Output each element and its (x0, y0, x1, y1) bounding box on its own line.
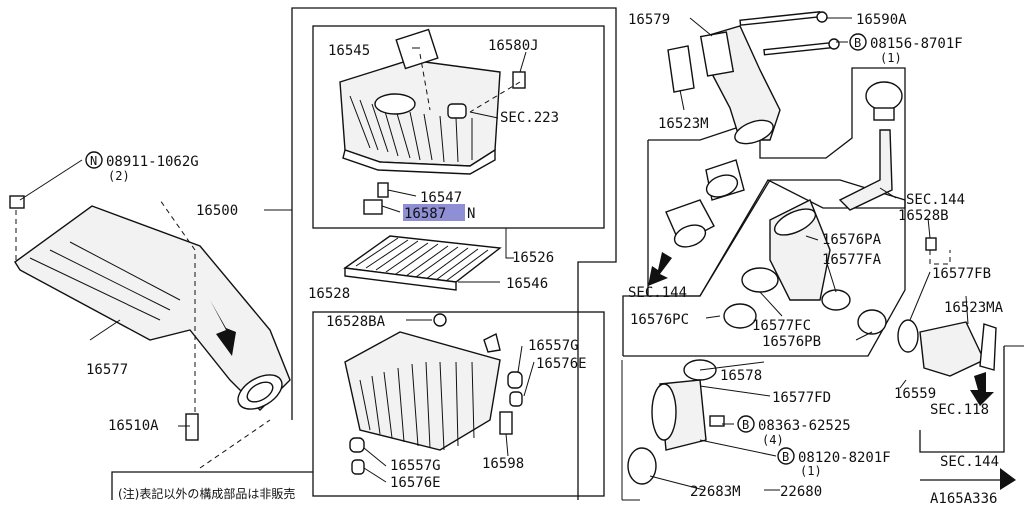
n-mark-circle (85, 151, 103, 169)
label-16576pa[interactable]: 16576PA (822, 232, 882, 248)
label-16526[interactable]: 16526 (512, 250, 554, 266)
label-sec144-a[interactable]: SEC.144 (906, 192, 965, 208)
label-16528ba[interactable]: 16528BA (326, 314, 386, 330)
label-sec223[interactable]: SEC.223 (500, 110, 559, 126)
n-mark: N (90, 154, 97, 168)
label-08156-8701f[interactable]: 08156-8701F (870, 36, 963, 52)
b-mark-2: B (742, 418, 749, 432)
label-16510a[interactable]: 16510A (108, 418, 159, 434)
label-sec118[interactable]: SEC.118 (930, 402, 989, 418)
label-08363-qty: (4) (762, 433, 784, 447)
label-16577fc[interactable]: 16577FC (752, 318, 811, 334)
label-16578[interactable]: 16578 (720, 368, 762, 384)
label-22683m[interactable]: 22683M (690, 484, 741, 500)
label-16557g-top[interactable]: 16557G (528, 338, 579, 354)
label-16590a[interactable]: 16590A (856, 12, 907, 28)
intake-duct (9, 195, 291, 469)
label-16559[interactable]: 16559 (894, 386, 936, 402)
label-22680[interactable]: 22680 (780, 484, 822, 500)
label-16580j[interactable]: 16580J (488, 38, 539, 54)
label-16577fd[interactable]: 16577FD (772, 390, 831, 406)
b-mark-1: B (854, 36, 861, 50)
label-16523m[interactable]: 16523M (658, 116, 709, 132)
diagram-id: A165A336 (930, 491, 997, 506)
label-08911-qty: (2) (108, 169, 130, 183)
label-16587n-suffix: N (467, 206, 475, 222)
label-16576pb[interactable]: 16576PB (762, 334, 821, 350)
label-08120-8201f[interactable]: 08120-8201F (798, 450, 891, 466)
label-sec144-c[interactable]: SEC.144 (940, 454, 999, 470)
label-16576e-bottom[interactable]: 16576E (390, 475, 441, 491)
b-mark-circle-1 (849, 33, 867, 51)
leader-lines (19, 17, 969, 491)
flow-arrows (210, 252, 1016, 490)
upper-housing (339, 28, 526, 215)
label-16523ma[interactable]: 16523MA (944, 300, 1004, 316)
b-mark-3: B (782, 450, 789, 464)
label-16528[interactable]: 16528 (308, 286, 350, 302)
note-text: (注)表記以外の構成部品は非販売 (118, 486, 295, 501)
lower-case (344, 313, 523, 475)
label-16576e-top[interactable]: 16576E (536, 356, 587, 372)
filter-element (343, 235, 502, 291)
label-16577fa[interactable]: 16577FA (822, 252, 882, 268)
group-frames (111, 7, 1024, 501)
label-sec144-b[interactable]: SEC.144 (628, 285, 687, 301)
label-16576pc[interactable]: 16576PC (630, 312, 689, 328)
label-16546[interactable]: 16546 (506, 276, 548, 292)
label-16598[interactable]: 16598 (482, 456, 524, 472)
label-08156-qty: (1) (880, 51, 902, 65)
label-08363-62525[interactable]: 08363-62525 (758, 418, 851, 434)
b-mark-circle-2 (737, 415, 755, 433)
label-16579[interactable]: 16579 (628, 12, 670, 28)
label-16577[interactable]: 16577 (86, 362, 128, 378)
label-16557g-bottom[interactable]: 16557G (390, 458, 441, 474)
label-16577fb[interactable]: 16577FB (932, 266, 991, 282)
label-08120-qty: (1) (800, 464, 822, 478)
label-16547[interactable]: 16547 (420, 190, 462, 206)
label-16528b[interactable]: 16528B (898, 208, 949, 224)
label-08911-1062g[interactable]: 08911-1062G (106, 154, 199, 170)
part-labels: 16500 16545 16580J SEC.223 16547 16587 N… (85, 12, 1004, 507)
label-16587n[interactable]: 16587 (404, 206, 446, 222)
highlight-16587n (403, 204, 465, 221)
label-16545[interactable]: 16545 (328, 43, 370, 59)
label-16500[interactable]: 16500 (196, 203, 238, 219)
b-mark-circle-3 (777, 447, 795, 465)
